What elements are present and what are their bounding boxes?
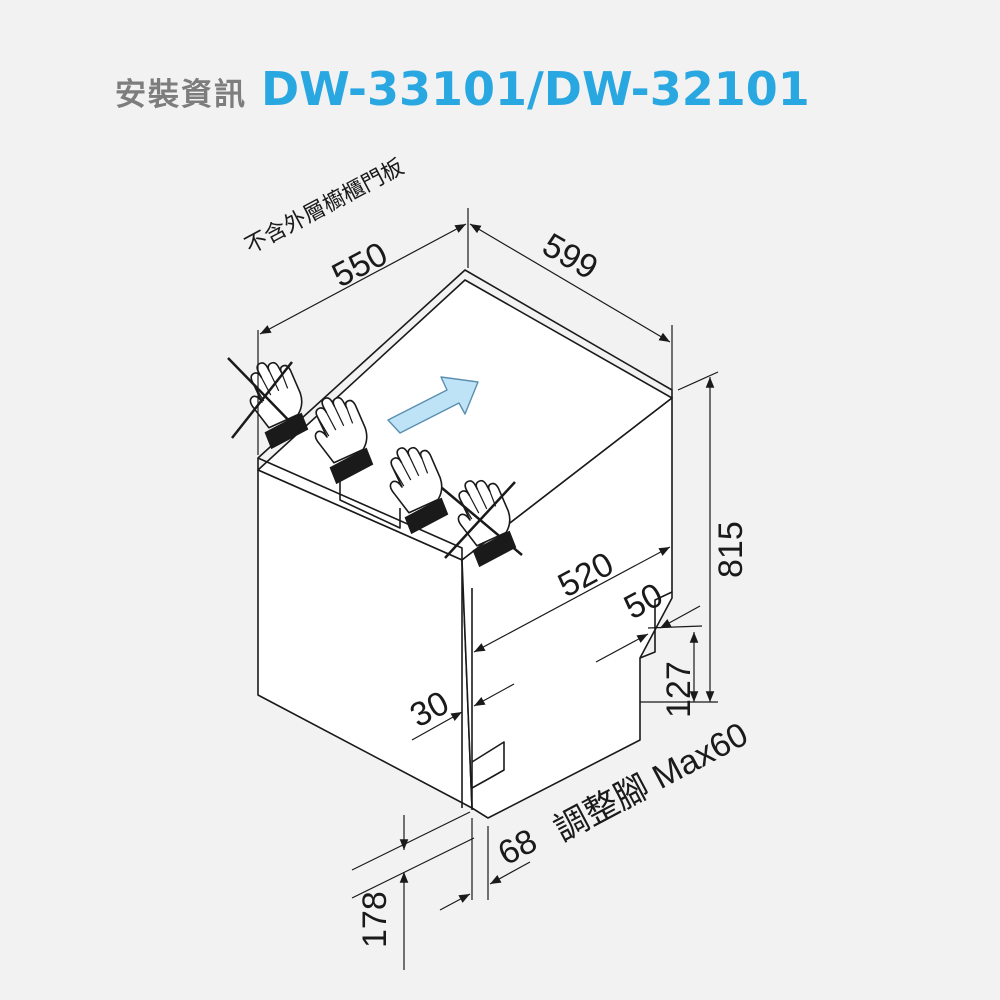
note-label: 不含外層櫥櫃門板 xyxy=(241,155,408,260)
model-number: DW-33101/DW-32101 xyxy=(261,62,810,116)
kick-height-label: 178 xyxy=(356,891,394,948)
kick-depth-label: 68 xyxy=(492,822,543,873)
dimension-lines xyxy=(257,208,719,970)
toe-kick-recess xyxy=(471,741,505,789)
cross-icon xyxy=(227,357,301,439)
section-label: 安裝資訊 xyxy=(115,77,247,113)
height-label: 815 xyxy=(712,521,750,578)
header: 安裝資訊 DW-33101/DW-32101 xyxy=(115,62,810,116)
arrow-icon xyxy=(387,376,479,434)
cross-icon xyxy=(441,481,523,559)
width-label: 599 xyxy=(536,226,604,287)
kick-bottom xyxy=(471,807,489,819)
handle-recess xyxy=(339,480,401,529)
dishwasher-body xyxy=(257,269,673,819)
foot-height-label: 127 xyxy=(660,661,698,718)
depth-label: 550 xyxy=(326,235,394,295)
front-lip xyxy=(257,457,463,560)
